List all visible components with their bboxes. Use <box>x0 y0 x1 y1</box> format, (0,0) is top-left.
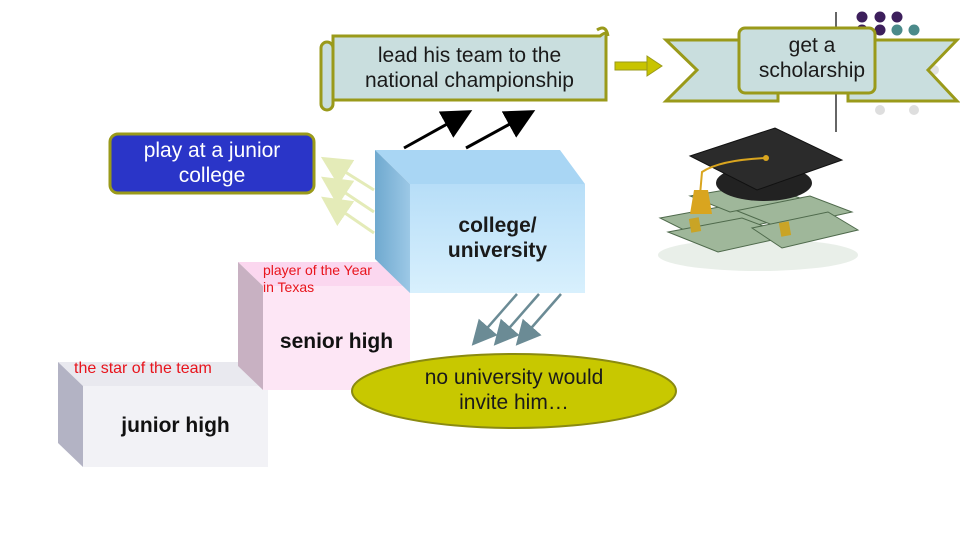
no-invite-text: no university would invite him… <box>352 365 676 415</box>
university-block <box>375 150 585 293</box>
junior-college-line-1: play at a junior <box>143 139 281 162</box>
junior-high-label: junior high <box>121 414 230 437</box>
arrow-to-scholarship <box>614 55 663 77</box>
arrows-to-no-invite <box>471 293 562 346</box>
scholarship-line-1: get a <box>788 34 836 57</box>
scholarship-ribbon <box>662 26 960 103</box>
junior-college-text: play at a junior college <box>110 138 314 188</box>
no-invite-line-1: no university would <box>424 366 604 389</box>
senior-high-note: player of the Year in Texas <box>263 262 403 296</box>
no-invite-line-2: invite him… <box>459 391 569 415</box>
championship-scroll <box>319 26 610 112</box>
university-line-1: college/ <box>458 214 537 237</box>
scholarship-text: get a scholarship <box>739 33 885 83</box>
scholarship-line-2: scholarship <box>758 59 866 83</box>
no-invite-ellipse <box>351 353 677 429</box>
championship-text: lead his team to the national championsh… <box>333 43 606 93</box>
arrows-to-championship <box>403 110 536 150</box>
championship-line-2: national championship <box>365 69 574 93</box>
arrows-to-junior-college <box>320 156 375 235</box>
senior-high-label: senior high <box>279 330 394 353</box>
junior-college-line-2: college <box>178 164 246 188</box>
university-line-2: university <box>447 239 548 263</box>
junior-high-note: the star of the team <box>74 360 212 377</box>
senior-high-note-line-1: player of the Year <box>263 262 372 278</box>
graduation-cap-money-icon <box>658 127 860 271</box>
junior-college-box <box>108 132 316 195</box>
junior-high-block <box>58 362 268 467</box>
championship-line-1: lead his team to the <box>377 44 562 67</box>
senior-high-note-line-2: in Texas <box>263 278 315 295</box>
university-text: college/ university <box>410 213 585 263</box>
senior-high-block <box>238 262 410 390</box>
